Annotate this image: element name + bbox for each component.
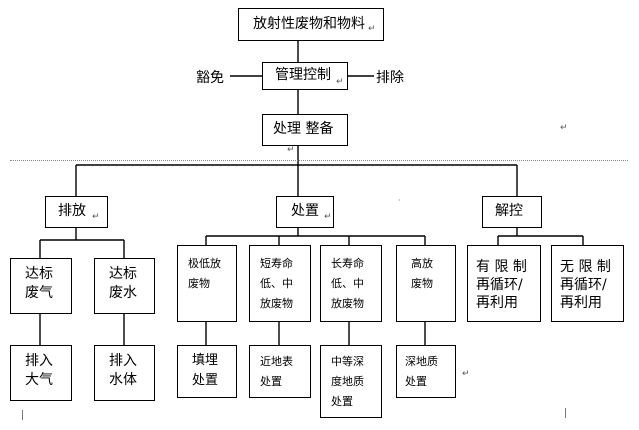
label-exempt: 豁免 xyxy=(196,70,224,86)
node-near-surface-disposal: 近地表 处置 xyxy=(249,345,311,398)
paragraph-mark: ↵ xyxy=(324,212,332,222)
node-geological-disposal: 深地质 处置 xyxy=(396,345,456,398)
node-short-lived-waste: 短寿命 低、中 放废物 xyxy=(249,245,311,322)
stray-dot: · xyxy=(398,196,401,205)
node-disposal: 处置 xyxy=(276,196,334,228)
paragraph-mark: ↵ xyxy=(462,369,470,379)
node-clearance: 解控 xyxy=(482,196,542,228)
label-discharge: 排除 xyxy=(376,70,404,86)
node-treatment: 处理 整备 xyxy=(262,114,348,146)
node-landfill-disposal: 填埋 处置 xyxy=(177,345,237,398)
page-corner-mark xyxy=(565,408,576,418)
dotted-separator xyxy=(10,160,628,161)
paragraph-mark: ↵ xyxy=(336,77,344,87)
paragraph-mark: ↵ xyxy=(92,212,100,222)
paragraph-mark: ↵ xyxy=(287,145,295,155)
node-high-level-waste: 高放 废物 xyxy=(396,245,456,322)
node-unrestricted-reuse: 无 限 制 再循环/ 再利用 xyxy=(551,245,624,322)
node-long-lived-waste: 长寿命 低、中 放废物 xyxy=(320,245,382,322)
node-restricted-reuse: 有 限 制 再循环/ 再利用 xyxy=(467,245,541,322)
paragraph-mark: ↵ xyxy=(560,123,568,133)
page-corner-mark xyxy=(12,410,23,420)
node-very-low-level-waste: 极低放 废物 xyxy=(177,245,237,322)
node-intermediate-depth-disposal: 中等深 度地质 处置 xyxy=(320,345,382,418)
node-to-atmosphere: 排入 大气 xyxy=(10,345,72,401)
node-title: 放射性废物和物料 xyxy=(238,8,384,41)
node-to-water: 排入 水体 xyxy=(94,345,155,401)
paragraph-mark: ↵ xyxy=(368,24,376,34)
node-liquid-effluent: 达标 废水 xyxy=(94,258,155,314)
node-management-control: 管理控制 xyxy=(262,62,348,90)
node-emission: 排放 xyxy=(45,196,108,228)
node-gas-effluent: 达标 废气 xyxy=(10,258,72,314)
